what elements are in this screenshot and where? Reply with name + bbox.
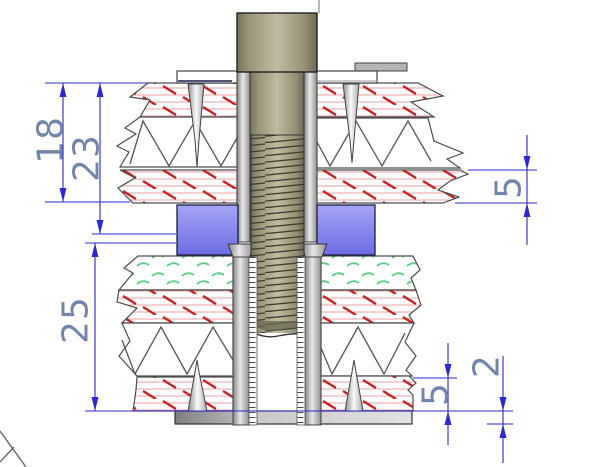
arrow-down <box>96 220 104 234</box>
bolt <box>236 0 320 136</box>
dimension-23: 23 <box>67 83 108 234</box>
spacer-block-right <box>316 204 376 256</box>
bolt-head <box>236 12 318 73</box>
dimension-18: 18 <box>31 83 72 202</box>
arrow-up <box>523 203 531 217</box>
upper-bushing-wall-right <box>303 71 318 243</box>
upper-left-core <box>115 116 238 168</box>
bottom-plate <box>174 410 413 425</box>
lower-right-core-zigzag <box>320 325 406 376</box>
sleeve-wall-right <box>304 256 322 426</box>
dimension-25: 25 <box>56 243 99 411</box>
lower-sleeve <box>227 243 328 426</box>
dim-label-18: 18 <box>31 116 72 164</box>
lower-right-skin-top <box>320 289 422 324</box>
arrow-down <box>91 397 99 411</box>
spacer-blocks <box>176 204 376 256</box>
upper-right-skin-bottom <box>316 169 470 204</box>
corner-artifact-lines <box>0 430 27 467</box>
sleeve-flare-right <box>301 243 328 258</box>
sleeve-lining <box>248 256 306 426</box>
upper-left-skin-top <box>128 82 238 118</box>
lower-left-membrane <box>117 255 234 291</box>
fastener-tips <box>187 83 364 412</box>
arrow-down <box>444 364 452 378</box>
lower-panel-left <box>116 255 234 412</box>
rod-end-shading <box>251 321 304 331</box>
upper-panel-left <box>115 82 238 204</box>
lower-left-core-zigzag <box>121 325 234 376</box>
lower-panel-right <box>320 255 422 412</box>
dimension-2: 2 <box>467 354 508 463</box>
screw-tip-upper-right <box>342 83 360 164</box>
upper-left-skin-bottom <box>117 169 238 204</box>
lower-right-membrane <box>320 255 421 291</box>
arrow-down <box>523 156 531 170</box>
dim-label-5-lower: 5 <box>416 382 457 406</box>
upper-right-core-zigzag <box>316 119 432 168</box>
spacer-block-left <box>176 204 239 256</box>
dimensions: 18 23 25 5 5 <box>31 82 537 463</box>
sleeve-lining-left <box>248 256 258 426</box>
lower-right-skin-bottom <box>320 375 417 412</box>
threaded-rod <box>250 135 305 338</box>
arrow-up <box>59 83 67 97</box>
screw-tip-upper-left <box>187 83 205 168</box>
arrow-down <box>499 397 507 411</box>
extension-lines <box>45 82 537 425</box>
arrow-up <box>444 411 452 425</box>
upper-bushing <box>236 71 318 243</box>
dim-label-25: 25 <box>56 296 97 344</box>
dim-label-2: 2 <box>467 354 508 378</box>
dim-label-5-upper: 5 <box>489 175 530 199</box>
lower-left-skin-bottom <box>132 376 234 412</box>
upper-right-skin-top <box>316 82 445 118</box>
dimension-5-lower: 5 <box>416 343 457 445</box>
sleeve-flare-left <box>227 243 254 258</box>
upper-panel-right <box>316 82 470 204</box>
dimension-5-upper: 5 <box>489 135 531 245</box>
upper-bushing-wall-left <box>236 71 251 243</box>
dim-label-23: 23 <box>67 134 108 182</box>
bolt-shank <box>249 71 305 136</box>
arrow-up <box>91 243 99 257</box>
upper-right-core <box>316 117 465 169</box>
upper-left-core-zigzag <box>129 119 238 168</box>
arrow-down <box>59 188 67 202</box>
arrow-up <box>499 424 507 438</box>
lower-left-skin-top <box>116 289 234 324</box>
arrow-up <box>96 83 104 97</box>
sleeve-wall-left <box>232 256 250 426</box>
sleeve-lining-right <box>296 256 306 426</box>
